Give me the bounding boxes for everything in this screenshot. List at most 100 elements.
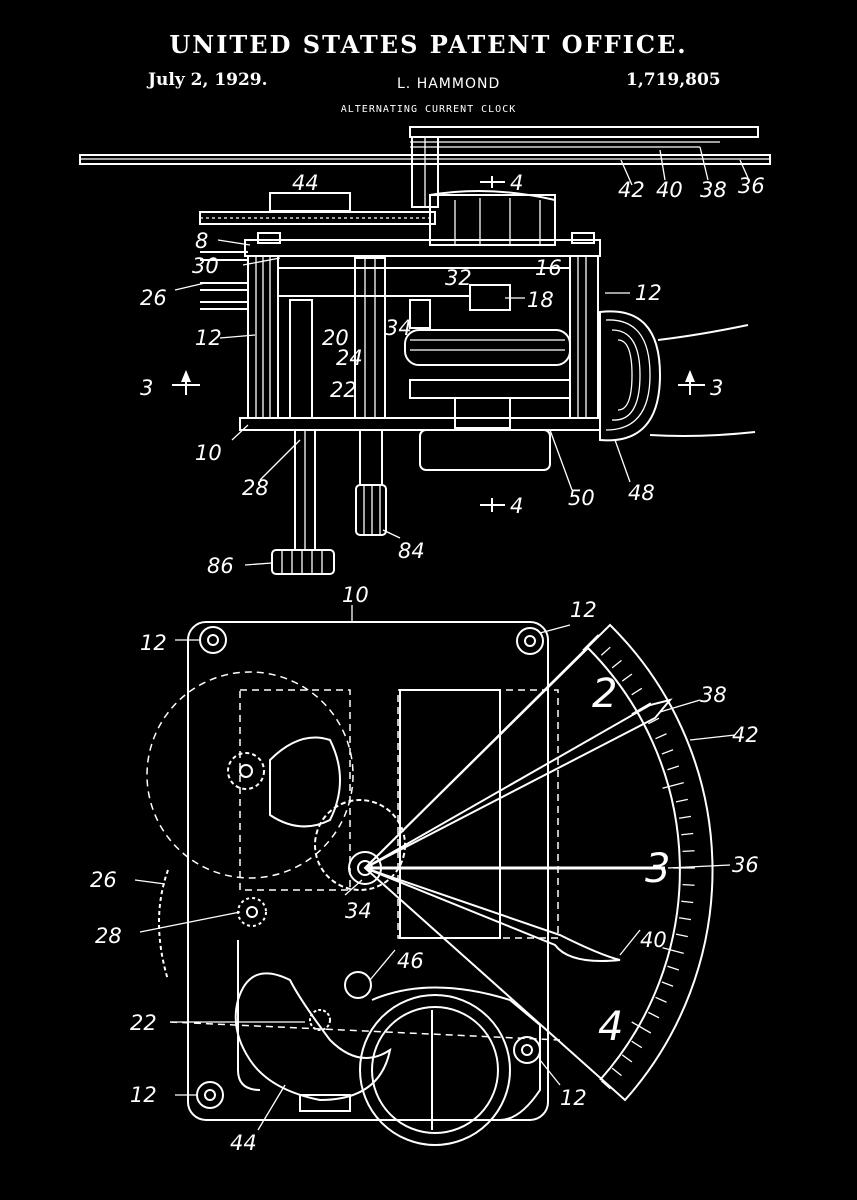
dial-tick (655, 996, 667, 1003)
screw-bottom-left (196, 1081, 224, 1109)
pinion-gear (227, 752, 265, 790)
ref-12-left: 12 (195, 326, 222, 350)
ref-36: 36 (738, 174, 765, 198)
ref-48: 48 (628, 481, 655, 505)
dial-tick (655, 733, 667, 740)
screw-bottom-right (513, 1036, 541, 1064)
ref-36-fig2: 36 (732, 853, 759, 877)
ref-4-bottom: 4 (510, 494, 523, 518)
gear-train (158, 736, 406, 1112)
ref-12-top-right: 12 (570, 598, 597, 622)
ref-24: 24 (336, 346, 363, 370)
numeral-2: 2 (592, 671, 617, 717)
rotor-drum (404, 329, 571, 366)
coil-48 (599, 310, 662, 442)
ref-12-bottom-left: 12 (130, 1083, 157, 1107)
leader-lines-fig1 (174, 239, 631, 566)
screw-top-left (199, 626, 227, 654)
ref-44: 44 (292, 171, 319, 195)
dial-tick (631, 1021, 652, 1034)
dial-tick (631, 1040, 643, 1049)
ref-12-bottom-right: 12 (560, 1086, 587, 1110)
dial-tick (667, 765, 680, 771)
ref-40: 40 (656, 178, 683, 202)
ref-18: 18 (527, 288, 554, 312)
reference-numerals-fig2: 10 12 12 38 42 36 40 26 28 34 46 22 12 1… (90, 583, 759, 1155)
dial-tick (662, 947, 684, 955)
dial-tick (662, 781, 684, 789)
screw-top-right (516, 627, 544, 655)
patent-date: July 2, 1929. (148, 70, 268, 90)
patent-number: 1,719,805 (626, 70, 721, 90)
dial-tick (678, 815, 692, 819)
ref-42: 42 (618, 178, 645, 202)
movement-frame (200, 232, 601, 431)
knob-86 (271, 549, 335, 575)
inventor-name: L. HAMMOND (397, 76, 501, 92)
dial-tick (661, 749, 674, 755)
dial-ticks (582, 634, 695, 1090)
center-wheel-arbor (354, 257, 386, 419)
ref-20: 20 (322, 326, 349, 350)
ref-44-fig2: 44 (230, 1131, 257, 1155)
leader-lines-fig2 (134, 605, 736, 1131)
lever-44 (234, 971, 392, 1102)
ref-3-right: 3 (710, 376, 723, 400)
dial-tick (648, 717, 660, 725)
hand-38 (364, 698, 673, 869)
ref-38: 38 (700, 178, 727, 202)
pin-46 (344, 971, 372, 999)
right-pillar (569, 255, 599, 419)
synchronous-motor (404, 310, 756, 471)
ref-84: 84 (398, 539, 425, 563)
patent-office-heading: UNITED STATES PATENT OFFICE. (169, 30, 688, 59)
ref-12-right: 12 (635, 281, 662, 305)
ref-40-fig2: 40 (640, 928, 667, 952)
ref-22: 22 (330, 378, 357, 402)
reference-numerals-fig1: 44 4 42 40 38 36 8 30 26 12 12 32 16 18 … (140, 171, 765, 578)
cutaway-wheel (269, 736, 341, 828)
ref-4-top: 4 (510, 171, 523, 195)
dial-tick (682, 850, 695, 853)
gear-26 (158, 869, 169, 981)
invention-title: ALTERNATING CURRENT CLOCK (340, 104, 517, 115)
dial-tick (611, 1067, 622, 1077)
dial-tick (648, 1011, 660, 1019)
dial-tick (621, 1054, 633, 1063)
numeral-4: 4 (598, 1004, 623, 1050)
dial-face (363, 623, 714, 1102)
dial-tick (600, 1080, 611, 1090)
motor-case (419, 429, 551, 471)
hand-hub (348, 851, 382, 885)
dial-plate-assembly (79, 126, 771, 208)
ref-34-fig2: 34 (345, 899, 372, 923)
dial-tick (681, 900, 694, 904)
hidden-outlines (146, 671, 561, 1041)
numeral-3: 3 (645, 846, 670, 892)
ref-22-fig2: 22 (130, 1011, 157, 1035)
dial-tick (667, 965, 680, 971)
top-frame-plate (244, 239, 601, 257)
dial-tick (675, 798, 688, 803)
hand-40 (364, 867, 621, 962)
ref-28: 28 (242, 476, 269, 500)
motor-50 (359, 986, 541, 1146)
dial-tick (631, 702, 652, 715)
ref-26: 26 (140, 286, 167, 310)
ref-38-fig2: 38 (700, 683, 727, 707)
gear-28 (237, 897, 267, 927)
ref-10-fig2: 10 (342, 583, 369, 607)
ref-10: 10 (195, 441, 222, 465)
setting-knobs (271, 429, 387, 575)
dial-tick (621, 673, 633, 682)
ref-8: 8 (195, 229, 208, 253)
dial-sector-42 (363, 623, 714, 1102)
dial-tick (600, 646, 611, 656)
mounting-plate (79, 154, 771, 165)
ref-32: 32 (445, 266, 472, 290)
section-markers (172, 176, 705, 512)
ref-3-left: 3 (140, 376, 153, 400)
frame-10 (187, 621, 549, 1121)
